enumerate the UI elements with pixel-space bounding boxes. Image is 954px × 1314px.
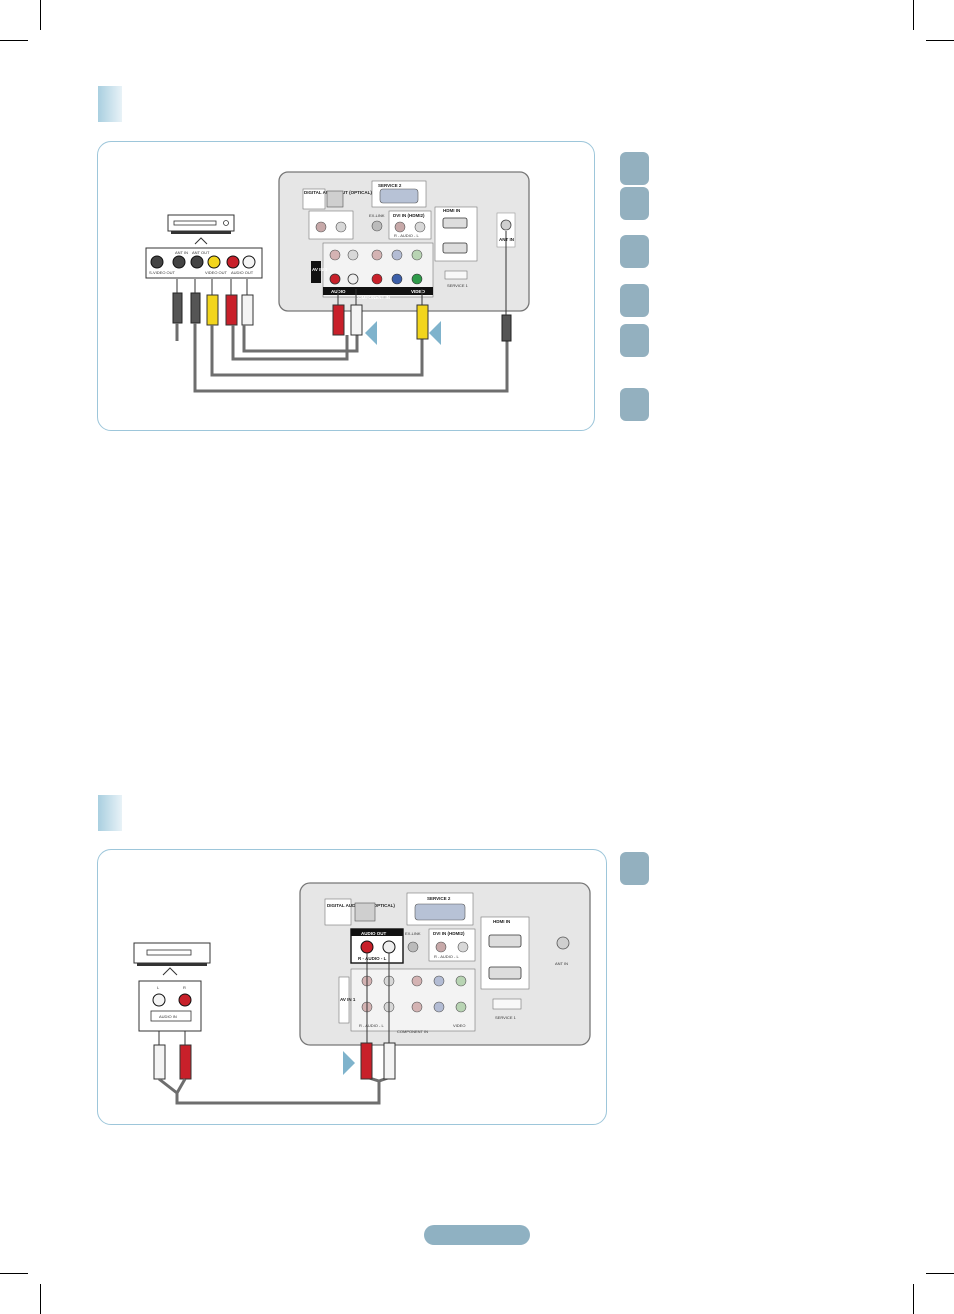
crop-mark	[0, 40, 28, 41]
audio-out-lr-label: R - AUDIO - L	[358, 956, 387, 961]
dvi-audio-label-2: R - AUDIO - L	[434, 954, 459, 959]
audio-out-label: AUDIO OUT	[361, 931, 387, 936]
crop-mark	[926, 1273, 954, 1274]
av-in-1-label-2: AV IN 1	[340, 997, 356, 1002]
device-ant-in-label: ANT IN	[175, 250, 188, 255]
device-audio-out-label: AUDIO OUT	[231, 270, 254, 275]
service-1-label: SERVICE 1	[447, 283, 469, 288]
service-2-label-2: SERVICE 2	[427, 896, 451, 901]
device-r-label: R	[183, 985, 186, 990]
service-1-label-2: SERVICE 1	[495, 1015, 517, 1020]
dvi-in-label-2: DVI IN (HDMI2)	[433, 931, 465, 936]
crop-mark	[0, 1273, 28, 1274]
crop-mark	[913, 1284, 914, 1314]
av-in-1-label: AV IN 1	[312, 267, 328, 272]
section-marker-1	[98, 86, 122, 122]
hdmi-in-label: HDMI IN	[443, 208, 460, 213]
dvi-in-label: DVI IN (HDMI2)	[393, 213, 425, 218]
device-s-video-label: S-VIDEO OUT	[149, 270, 176, 275]
service-2-label: SERVICE 2	[378, 183, 402, 188]
step-badge	[620, 235, 649, 268]
crop-mark	[926, 40, 954, 41]
video-label: VIDEO	[411, 289, 426, 294]
hdmi-in-label-2: HDMI IN	[493, 919, 510, 924]
ant-in-label-2: ANT IN	[555, 961, 568, 966]
section-marker-2	[98, 795, 122, 831]
step-badge	[620, 187, 649, 220]
device-l-label: L	[157, 985, 160, 990]
ex-link-label-2: EX-LINK	[405, 931, 421, 936]
crop-mark	[913, 0, 914, 30]
av-audio-label-2: R - AUDIO - L	[359, 1023, 384, 1028]
dvi-audio-label: R - AUDIO - L	[394, 233, 419, 238]
page-number-pill	[424, 1225, 530, 1245]
step-badge	[620, 852, 649, 885]
step-badge	[620, 324, 649, 357]
device-audio-in-label: AUDIO IN	[159, 1014, 177, 1019]
ex-link-label: EX-LINK	[369, 213, 385, 218]
diagram-2-drawing: DIGITAL AUDIO OUT (OPTICAL) SERVICE 2 AU…	[133, 882, 591, 1105]
crop-mark	[40, 1284, 41, 1314]
step-badge	[620, 152, 649, 185]
device-ant-out-label: ANT OUT	[192, 250, 210, 255]
device-video-out-label: VIDEO OUT	[205, 270, 228, 275]
component-in-label: COMPONENT IN	[355, 295, 390, 300]
step-badge	[620, 388, 649, 421]
step-badge	[620, 284, 649, 317]
crop-mark	[40, 0, 41, 30]
component-in-label-2: COMPONENT IN	[397, 1029, 428, 1034]
video-label-2: VIDEO	[453, 1023, 465, 1028]
diagram-1-drawing: DIGITAL AUDIO OUT (OPTICAL) SERVICE 2 HD…	[145, 171, 530, 393]
